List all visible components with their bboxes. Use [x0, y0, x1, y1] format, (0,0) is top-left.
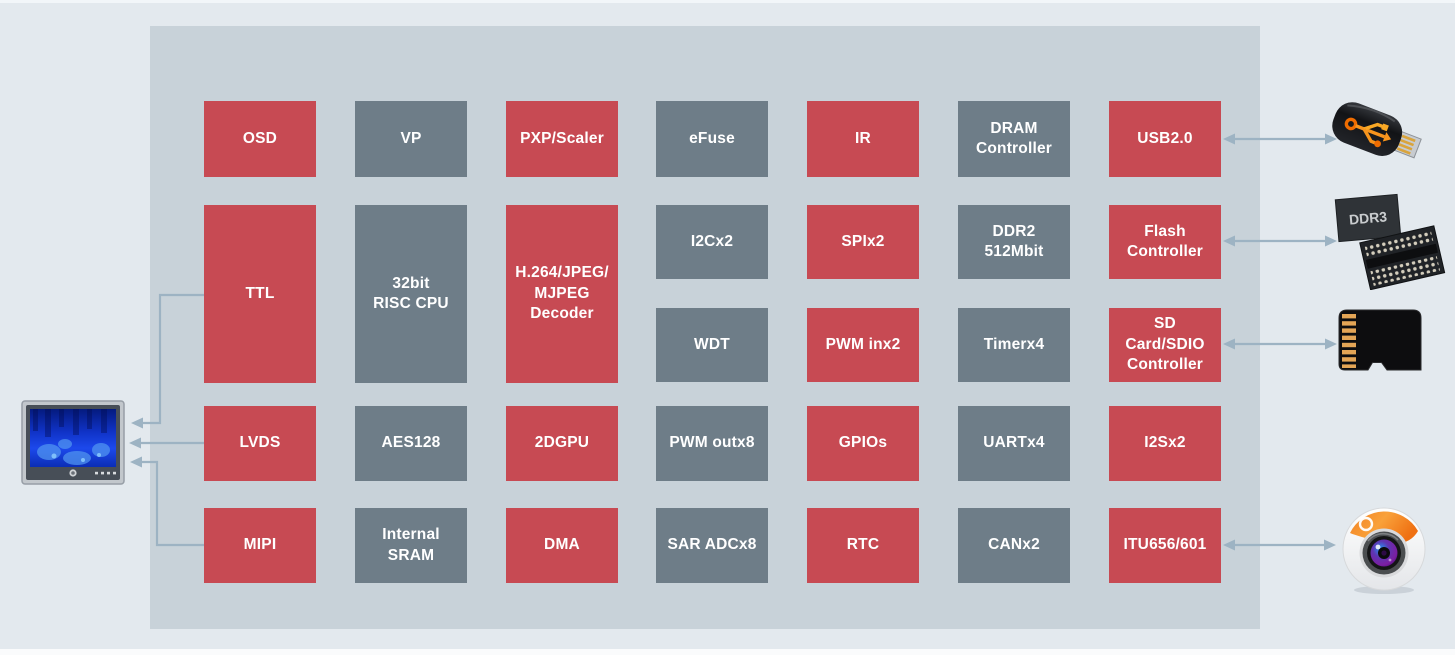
block-aes128: AES128 [355, 406, 467, 481]
usb-flash-drive-icon [1332, 102, 1422, 159]
ddr3-chip-label: DDR3 [1348, 208, 1388, 227]
block-mipi: MIPI [204, 508, 316, 583]
micro-sd-card-icon [1338, 309, 1422, 371]
block-gpios: GPIOs [807, 406, 919, 481]
bottom-border [0, 649, 1455, 655]
block-efuse: eFuse [656, 101, 768, 177]
block-flash-controller: Flash Controller [1109, 205, 1221, 279]
block-lvds: LVDS [204, 406, 316, 481]
block-pxp-scaler: PXP/Scaler [506, 101, 618, 177]
block-i2sx2: I2Sx2 [1109, 406, 1221, 481]
block-usb2-0: USB2.0 [1109, 101, 1221, 177]
block-ttl: TTL [204, 205, 316, 383]
block-osd: OSD [204, 101, 316, 177]
block-canx2: CANx2 [958, 508, 1070, 583]
block-spix2: SPIx2 [807, 205, 919, 279]
block-i2cx2: I2Cx2 [656, 205, 768, 279]
block-vp: VP [355, 101, 467, 177]
block-timerx4: Timerx4 [958, 308, 1070, 382]
block-itu656-601: ITU656/601 [1109, 508, 1221, 583]
top-border [0, 0, 1455, 3]
block-dram-controller: DRAM Controller [958, 101, 1070, 177]
block-internal-sram: Internal SRAM [355, 508, 467, 583]
block-sd-card-sdio-controller: SD Card/SDIO Controller [1109, 308, 1221, 382]
block-h-264-jpeg-mjpeg-decoder: H.264/JPEG/ MJPEG Decoder [506, 205, 618, 383]
block-rtc: RTC [807, 508, 919, 583]
block-dma: DMA [506, 508, 618, 583]
display-monitor-icon [21, 400, 125, 485]
block-sar-adcx8: SAR ADCx8 [656, 508, 768, 583]
camera-icon [1342, 507, 1426, 594]
block-ddr2-512mbit: DDR2 512Mbit [958, 205, 1070, 279]
ddr3-memory-chips-icon: DDR3 [1334, 193, 1446, 290]
block-pwm-outx8: PWM outx8 [656, 406, 768, 481]
block-32bit-risc-cpu: 32bit RISC CPU [355, 205, 467, 383]
block-wdt: WDT [656, 308, 768, 382]
block-ir: IR [807, 101, 919, 177]
block-uartx4: UARTx4 [958, 406, 1070, 481]
block-pwm-inx2: PWM inx2 [807, 308, 919, 382]
block-2dgpu: 2DGPU [506, 406, 618, 481]
